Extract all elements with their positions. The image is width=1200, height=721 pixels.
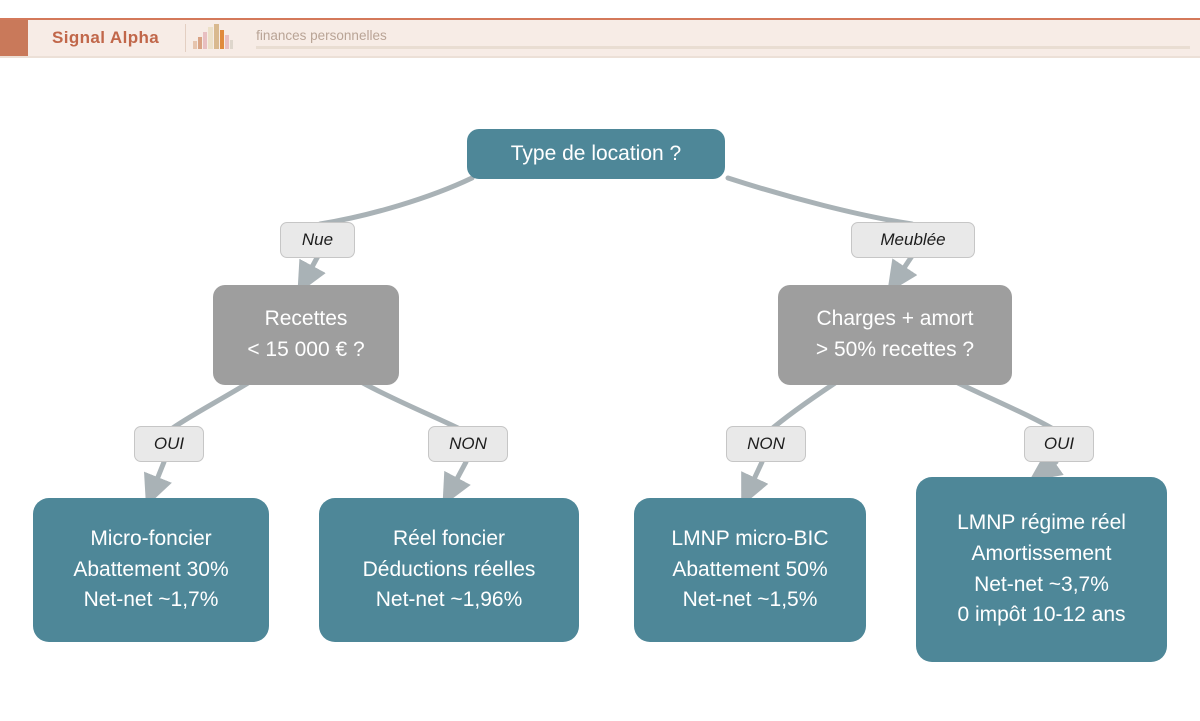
leaf-micro-foncier-line3: Net-net ~1,7% — [83, 588, 219, 612]
edge-label-meublee-non-text: NON — [747, 434, 785, 453]
edge-label-meublee[interactable]: Meublée — [851, 222, 975, 258]
brand-accent-block — [0, 20, 28, 56]
node-leaf-lmnp-reel[interactable]: LMNP régime réel Amortissement Net-net ~… — [916, 477, 1167, 662]
node-decision-nue[interactable]: Recettes < 15 000 € ? — [213, 285, 399, 385]
edge-label-nue-text: Nue — [301, 230, 334, 249]
leaf-lmnp-reel-line2: Amortissement — [971, 541, 1112, 565]
edge-label-nue-non-text: NON — [449, 434, 487, 453]
edge-label-nue-non[interactable]: NON — [428, 426, 508, 462]
leaf-lmnp-micro-bic-line1: LMNP micro-BIC — [671, 526, 829, 550]
edge-label-nue[interactable]: Nue — [280, 222, 355, 258]
header-subtitle-area: finances personnelles — [240, 20, 1200, 56]
edge-label-nue-oui-text: OUI — [153, 434, 185, 453]
app-header: Signal Alpha finances personnelles — [0, 18, 1200, 58]
header-subtitle: finances personnelles — [256, 27, 387, 43]
header-divider — [185, 24, 187, 52]
node-decision-meublee[interactable]: Charges + amort > 50% recettes ? — [778, 285, 1012, 385]
leaf-reel-foncier-line2: Déductions réelles — [362, 557, 536, 581]
edge-label-meublee-oui-text: OUI — [1043, 434, 1075, 453]
leaf-lmnp-micro-bic-line3: Net-net ~1,5% — [682, 588, 818, 612]
node-leaf-lmnp-micro-bic[interactable]: LMNP micro-BIC Abattement 50% Net-net ~1… — [634, 498, 866, 642]
leaf-lmnp-micro-bic-line2: Abattement 50% — [672, 557, 828, 581]
edge-label-nue-oui[interactable]: OUI — [134, 426, 204, 462]
node-leaf-reel-foncier[interactable]: Réel foncier Déductions réelles Net-net … — [319, 498, 579, 642]
edge-label-meublee-text: Meublée — [880, 230, 946, 249]
leaf-micro-foncier-line2: Abattement 30% — [73, 557, 229, 581]
node-root-label: Type de location ? — [510, 141, 682, 165]
leaf-micro-foncier-line1: Micro-foncier — [90, 526, 212, 550]
leaf-lmnp-reel-line1: LMNP régime réel — [957, 510, 1126, 534]
leaf-lmnp-reel-line4: 0 impôt 10-12 ans — [957, 603, 1126, 627]
node-decision-nue-line2: < 15 000 € ? — [247, 338, 365, 361]
brand-title: Signal Alpha — [52, 28, 160, 47]
leaf-reel-foncier-line3: Net-net ~1,96% — [375, 588, 523, 612]
header-rule — [256, 45, 1190, 49]
edge-label-meublee-oui[interactable]: OUI — [1024, 426, 1094, 462]
leaf-reel-foncier-line1: Réel foncier — [392, 526, 506, 550]
node-decision-meublee-line1: Charges + amort — [816, 307, 974, 331]
node-root[interactable]: Type de location ? — [467, 129, 725, 179]
node-leaf-micro-foncier[interactable]: Micro-foncier Abattement 30% Net-net ~1,… — [33, 498, 269, 642]
edge-label-meublee-non[interactable]: NON — [726, 426, 806, 462]
decision-tree-diagram: Type de location ? Nue Meublée Recettes … — [0, 58, 1200, 721]
node-decision-meublee-line2: > 50% recettes ? — [815, 338, 975, 361]
leaf-lmnp-reel-line3: Net-net ~3,7% — [974, 572, 1109, 596]
node-decision-nue-line1: Recettes — [264, 307, 348, 331]
bar-chart-icon — [186, 20, 240, 56]
